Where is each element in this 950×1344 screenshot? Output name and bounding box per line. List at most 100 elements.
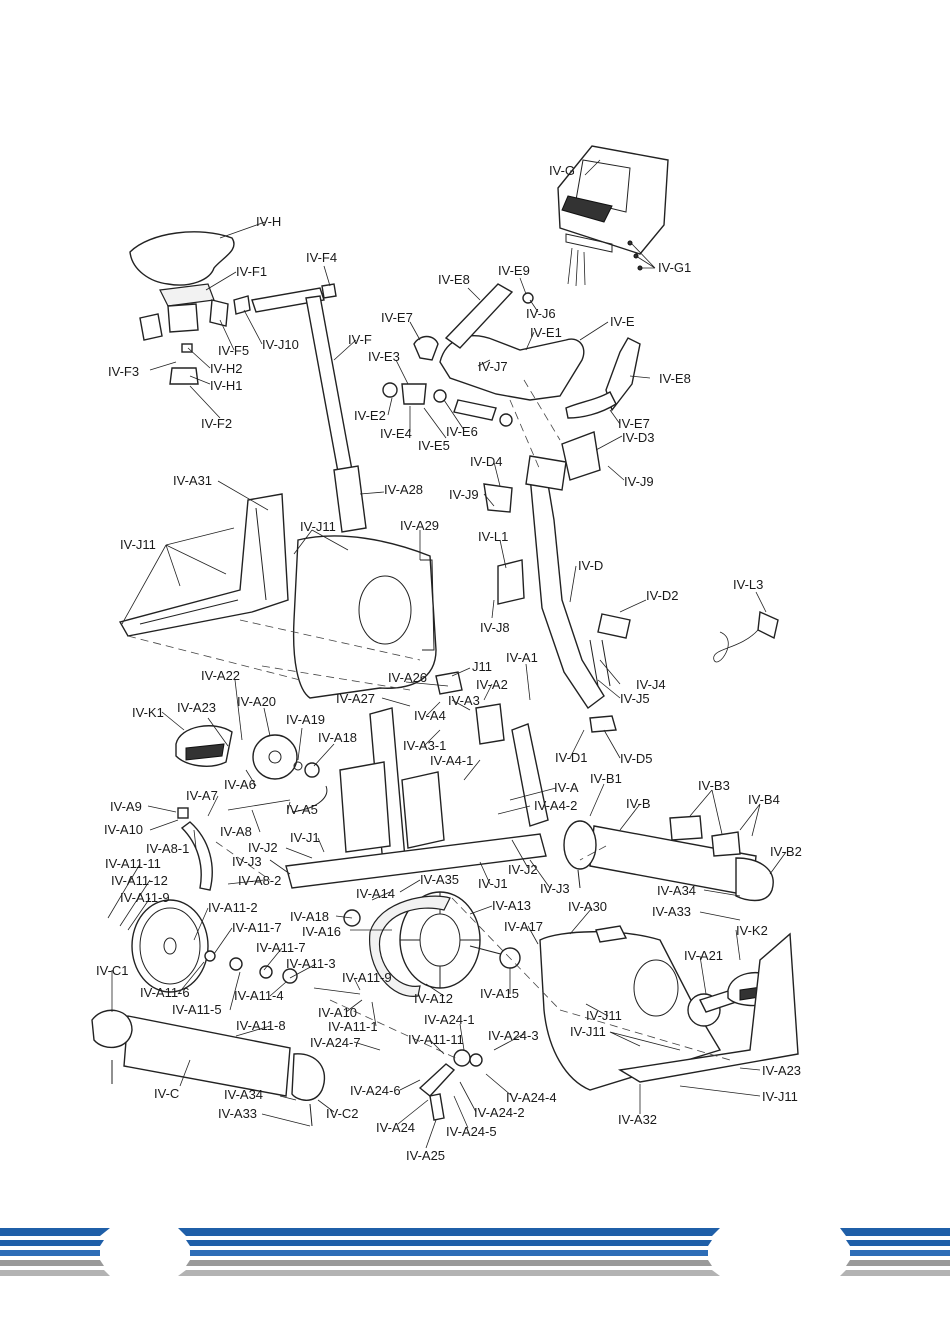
label-iv-e1: IV-E1 [530, 325, 562, 340]
main-cover-part [292, 535, 437, 699]
part-labels: IV-G IV-G1 IV-H IV-F1 IV-F4 IV-F3 IV-F5 … [96, 163, 802, 1163]
label-iv-a11-7-a: IV-A11-7 [232, 920, 282, 935]
label-iv-a7: IV-A7 [186, 788, 218, 803]
label-iv-a19: IV-A19 [286, 712, 325, 727]
label-iv-a16: IV-A16 [302, 924, 341, 939]
label-iv-a25: IV-A25 [406, 1148, 445, 1163]
label-iv-d1: IV-D1 [555, 750, 588, 765]
label-iv-a23-right: IV-A23 [762, 1063, 801, 1078]
label-iv-a11-7-b: IV-A11-7 [256, 940, 306, 955]
label-j11: J11 [472, 659, 492, 674]
label-iv-f3: IV-F3 [108, 364, 139, 379]
label-iv-j3-top: IV-J3 [232, 854, 262, 869]
label-iv-a24-4: IV-A24-4 [506, 1090, 557, 1105]
label-iv-a11-12: IV-A11-12 [111, 873, 168, 888]
label-iv-j2-right: IV-J2 [508, 862, 538, 877]
label-iv-e6: IV-E6 [446, 424, 478, 439]
label-iv-e: IV-E [610, 314, 635, 329]
label-iv-j2-top: IV-J2 [248, 840, 278, 855]
label-iv-f4: IV-F4 [306, 250, 337, 265]
motor-parts [435, 671, 505, 745]
label-iv-j11-right-a: IV-J11 [586, 1008, 622, 1023]
label-iv-a8-1: IV-A8-1 [146, 841, 189, 856]
label-iv-a33-bottom: IV-A33 [218, 1106, 257, 1121]
label-iv-d: IV-D [578, 558, 603, 573]
label-iv-k1: IV-K1 [132, 705, 164, 720]
label-iv-j8: IV-J8 [480, 620, 510, 635]
label-iv-a24-3: IV-A24-3 [488, 1028, 539, 1043]
label-iv-a14: IV-A14 [356, 886, 395, 901]
label-iv-f2: IV-F2 [201, 416, 232, 431]
label-iv-h: IV-H [256, 214, 281, 229]
label-iv-h1: IV-H1 [210, 378, 243, 393]
label-iv-k2: IV-K2 [736, 923, 768, 938]
label-iv-a20: IV-A20 [237, 694, 276, 709]
label-iv-e3: IV-E3 [368, 349, 400, 364]
label-iv-a10-top: IV-A10 [104, 822, 143, 837]
front-stabilizer-part [91, 1009, 326, 1127]
label-iv-a3-1: IV-A3-1 [403, 738, 446, 753]
handlebar-part [382, 283, 641, 427]
label-iv-e8-top: IV-E8 [438, 272, 470, 287]
label-iv-a27: IV-A27 [336, 691, 375, 706]
label-iv-g1: IV-G1 [658, 260, 691, 275]
label-iv-a33-right: IV-A33 [652, 904, 691, 919]
label-iv-a8-2: IV-A8-2 [238, 873, 281, 888]
assembly-guide-lines [127, 379, 731, 1061]
label-iv-b4: IV-B4 [748, 792, 780, 807]
seat-part [129, 231, 235, 333]
label-iv-a1: IV-A1 [506, 650, 538, 665]
idler-arm-part [418, 1049, 483, 1121]
label-iv-e7-top: IV-E7 [381, 310, 413, 325]
label-iv-a11-9-left: IV-A11-9 [120, 890, 170, 905]
rear-stabilizer-part [563, 815, 774, 902]
label-iv-e7-right: IV-E7 [618, 416, 650, 431]
label-iv-a6: IV-A6 [224, 777, 256, 792]
label-iv-a21: IV-A21 [684, 948, 723, 963]
label-iv-a24: IV-A24 [376, 1120, 415, 1135]
label-iv-a24-7: IV-A24-7 [310, 1035, 361, 1050]
label-iv-d4: IV-D4 [470, 454, 503, 469]
label-iv-a11-4: IV-A11-4 [234, 988, 284, 1003]
left-rear-cover-part [118, 493, 289, 637]
label-iv-a15: IV-A15 [480, 986, 519, 1001]
label-iv-a11-1: IV-A11-1 [328, 1019, 378, 1034]
label-iv-l1: IV-L1 [478, 529, 508, 544]
label-iv-e5: IV-E5 [418, 438, 450, 453]
label-iv-a8: IV-A8 [220, 824, 252, 839]
label-iv-a26: IV-A26 [388, 670, 427, 685]
label-iv-b: IV-B [626, 796, 651, 811]
right-rear-cover-part [617, 932, 799, 1083]
label-iv-j4: IV-J4 [636, 677, 666, 692]
label-iv-a3: IV-A3 [448, 693, 480, 708]
label-iv-j11-left: IV-J11 [120, 537, 156, 552]
label-iv-a4-1: IV-A4-1 [430, 753, 473, 768]
leader-lines [107, 159, 787, 1149]
label-iv-a18-bottom: IV-A18 [290, 909, 329, 924]
label-iv-e4: IV-E4 [380, 426, 412, 441]
label-iv-j11-right-b: IV-J11 [570, 1024, 606, 1039]
label-iv-j10: IV-J10 [262, 337, 299, 352]
label-iv-a4-2: IV-A4-2 [534, 798, 577, 813]
footer-stripes [0, 1228, 950, 1276]
label-iv-a29: IV-A29 [400, 518, 439, 533]
label-iv-j1-right: IV-J1 [478, 876, 508, 891]
label-iv-a2: IV-A2 [476, 677, 508, 692]
label-iv-j9-left: IV-J9 [449, 487, 479, 502]
label-iv-a32: IV-A32 [618, 1112, 657, 1127]
label-iv-a30: IV-A30 [568, 899, 607, 914]
label-iv-l3: IV-L3 [733, 577, 763, 592]
label-iv-g: IV-G [549, 163, 575, 178]
label-iv-e8-right: IV-E8 [659, 371, 691, 386]
right-cover-part [539, 925, 722, 1091]
label-iv-b3: IV-B3 [698, 778, 730, 793]
label-iv-j11-right-c: IV-J11 [762, 1089, 798, 1104]
label-iv-a35: IV-A35 [420, 872, 459, 887]
label-iv-a11-3: IV-A11-3 [286, 956, 336, 971]
label-iv-d2: IV-D2 [646, 588, 679, 603]
label-iv-a24-5: IV-A24-5 [446, 1124, 497, 1139]
label-iv-a11-5: IV-A11-5 [172, 1002, 222, 1017]
label-iv-a9: IV-A9 [110, 799, 142, 814]
label-iv-a17: IV-A17 [504, 919, 543, 934]
label-iv-e9: IV-E9 [498, 263, 530, 278]
